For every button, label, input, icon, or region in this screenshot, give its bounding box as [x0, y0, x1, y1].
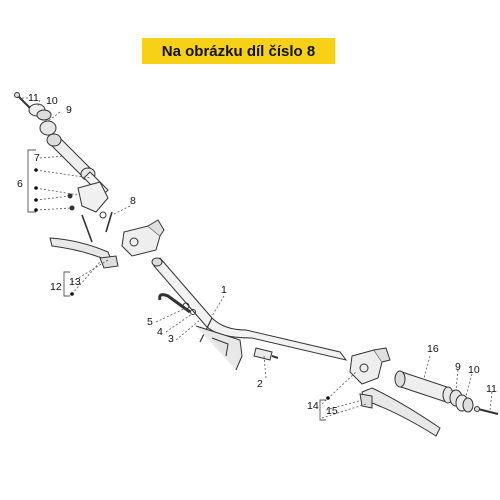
part-cap-left: [39, 120, 57, 136]
callout-10-left: 10: [46, 95, 58, 107]
part-bar-end-left: [28, 103, 52, 121]
callout-14: 14: [307, 400, 319, 412]
callout-13: 13: [69, 276, 81, 288]
callout-3: 3: [168, 333, 174, 345]
part-lever-right: [359, 387, 441, 437]
part-cable-8: [105, 211, 113, 233]
part-switch-housing-left: [67, 181, 109, 219]
callout-8: 8: [130, 195, 136, 207]
callout-2: 2: [257, 378, 263, 390]
callout-15: 15: [326, 405, 338, 417]
part-screw-left: [14, 92, 31, 109]
part-bar-end-right: [455, 394, 474, 413]
callout-4: 4: [157, 326, 163, 338]
callout-16: 16: [427, 343, 439, 355]
part-master-cylinder-left: [121, 219, 165, 257]
callout-10-right: 10: [468, 364, 480, 376]
callout-5: 5: [147, 316, 153, 328]
highlighted-part-banner: Na obrázku díl číslo 8: [142, 38, 335, 64]
callout-7: 7: [34, 152, 40, 164]
part-handlebar: [151, 257, 348, 371]
callout-9-left: 9: [66, 104, 72, 116]
callout-12: 12: [50, 281, 62, 293]
part-screw-right: [474, 406, 499, 415]
part-lever-left: [49, 237, 119, 269]
part-grip-right: [394, 370, 454, 404]
callout-6: 6: [17, 178, 23, 190]
part-master-cylinder-right: [349, 347, 391, 385]
callout-1: 1: [221, 284, 227, 296]
callout-11-left: 11: [28, 92, 39, 104]
callout-11-right: 11: [486, 383, 497, 395]
callout-9-right: 9: [455, 361, 461, 373]
part-rod-left: [81, 214, 93, 243]
part-bolt: [253, 347, 279, 361]
